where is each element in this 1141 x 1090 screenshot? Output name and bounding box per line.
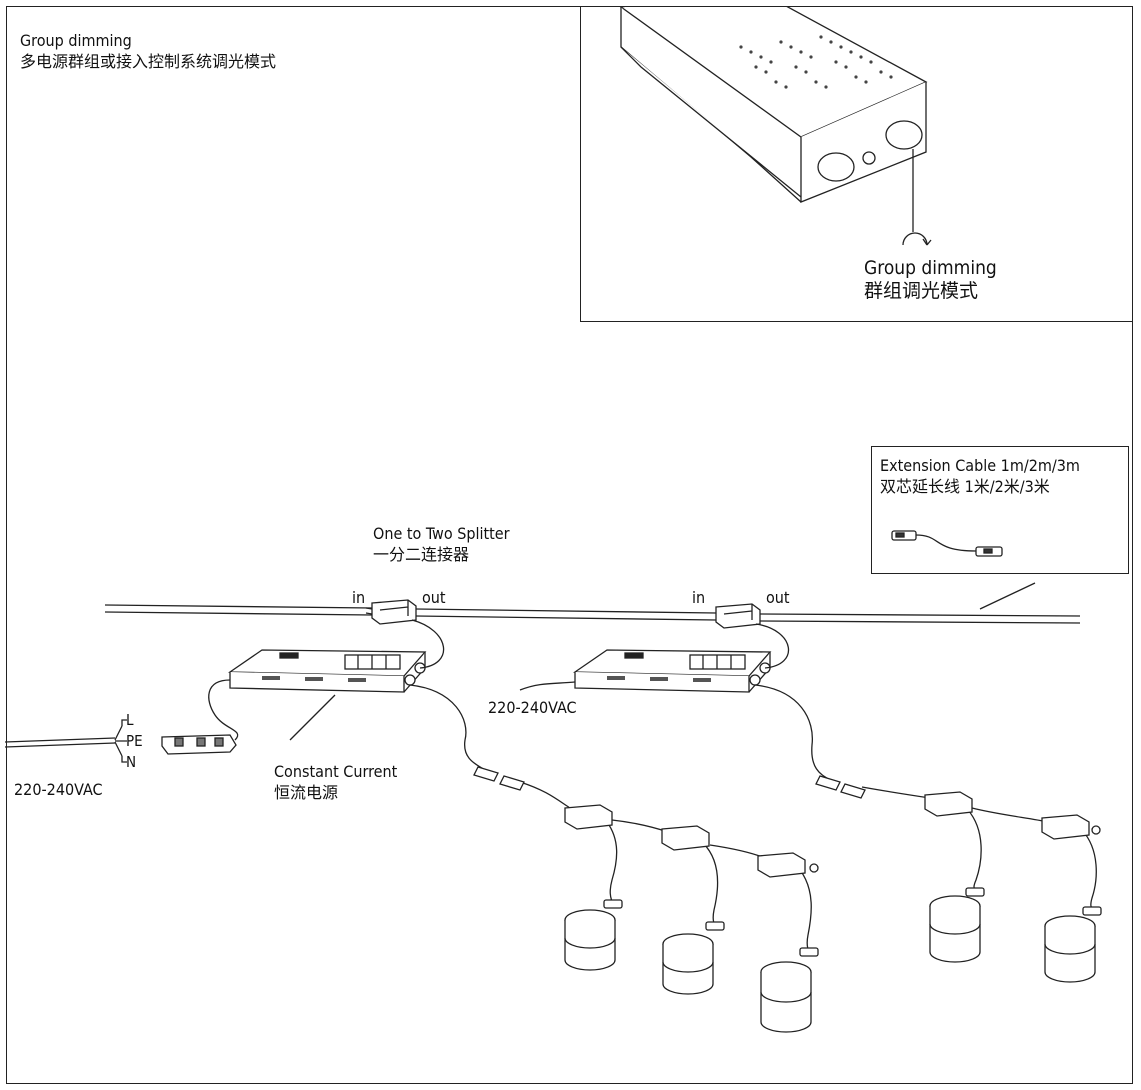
terminal-connector <box>161 734 237 755</box>
cable-driver1-output <box>409 684 486 771</box>
header: Group dimming 多电源群组或接入控制系统调光模式 <box>20 30 276 72</box>
mains-cable <box>4 737 116 748</box>
mains-voltage-label-1: 220-240VAC <box>14 780 103 799</box>
splitter-2 <box>715 603 761 629</box>
splitter-2-in-label: in <box>692 588 706 607</box>
bus-cable-mid <box>415 608 717 621</box>
extension-label: Extension Cable 1m/2m/3m 双芯延长线 1米/2米/3米 <box>880 455 1080 497</box>
terminal-l: L <box>126 711 134 729</box>
driver-1 <box>227 649 427 693</box>
extension-label-cn: 双芯延长线 1米/2米/3米 <box>880 477 1050 496</box>
extension-cable-callout: Extension Cable 1m/2m/3m 双芯延长线 1米/2米/3米 <box>871 446 1129 574</box>
header-title-en: Group dimming <box>20 31 132 50</box>
driver-closeup-illustration <box>619 7 932 246</box>
driver-label-en: Constant Current <box>274 762 398 781</box>
splitter-1 <box>365 599 417 625</box>
inset-label: Group dimming 群组调光模式 <box>864 257 997 303</box>
header-title-cn: 多电源群组或接入控制系统调光模式 <box>20 52 277 71</box>
mains-voltage-label-2: 220-240VAC <box>488 698 577 717</box>
extension-pointer <box>979 582 1036 610</box>
splitter-label-cn: 一分二连接器 <box>373 545 470 564</box>
cable-driver1-input <box>208 679 239 741</box>
driver-2 <box>572 649 772 693</box>
bus-cable-left <box>104 604 373 616</box>
cable-driver2-input <box>519 681 576 691</box>
splitter-label: One to Two Splitter 一分二连接器 <box>373 523 510 565</box>
extension-cable-icon <box>891 530 1003 557</box>
lamp-5 <box>1044 906 1102 983</box>
splitter-label-en: One to Two Splitter <box>373 524 510 543</box>
inset-label-en: Group dimming <box>864 257 997 279</box>
cable-splitter1-driver1 <box>411 619 445 669</box>
cable-driver2-output <box>754 684 831 781</box>
driver-label: Constant Current 恒流电源 <box>274 761 397 803</box>
lamps <box>564 887 1102 1033</box>
lamp-2 <box>662 921 725 995</box>
terminal-pe: PE <box>126 732 143 750</box>
splitter-2-out-label: out <box>766 588 790 607</box>
driver-leader <box>289 694 336 741</box>
terminal-n: N <box>126 753 137 771</box>
diagram-frame <box>6 6 1133 1084</box>
inset-label-cn: 群组调光模式 <box>864 280 979 302</box>
splitter-1-in-label: in <box>352 588 366 607</box>
cable-splitter2-driver2 <box>755 623 790 669</box>
lamp-1 <box>564 899 623 971</box>
inset-panel: Group dimming 群组调光模式 <box>580 6 1133 322</box>
extension-label-en: Extension Cable 1m/2m/3m <box>880 456 1080 475</box>
splitter-1-out-label: out <box>422 588 446 607</box>
bus-cable-right <box>759 613 1081 624</box>
driver-label-cn: 恒流电源 <box>274 783 339 802</box>
lamp-3 <box>760 947 819 1033</box>
lamp-splitters <box>564 791 1101 878</box>
mains-split <box>114 725 123 757</box>
lamp-4 <box>929 887 985 963</box>
